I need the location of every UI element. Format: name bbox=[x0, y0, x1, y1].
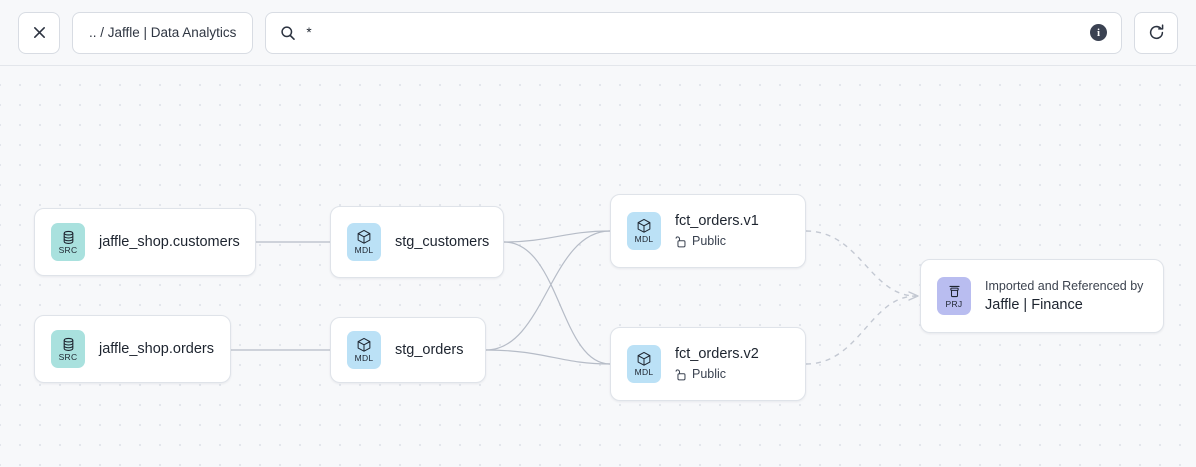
node-visibility-label: Public bbox=[692, 367, 727, 381]
badge-label: PRJ bbox=[945, 298, 963, 309]
badge-prj: PRJ bbox=[937, 277, 971, 315]
info-icon[interactable]: i bbox=[1090, 24, 1107, 41]
edge-stg-customers-to-fct-v2 bbox=[503, 241, 611, 365]
graph-canvas[interactable]: SRC jaffle_shop.customers SRC jaffle_sho… bbox=[0, 66, 1196, 467]
search-input[interactable] bbox=[306, 25, 1080, 40]
node-title: jaffle_shop.orders bbox=[99, 340, 215, 357]
search-bar[interactable]: i bbox=[265, 11, 1122, 54]
project-icon bbox=[948, 285, 960, 297]
node-jaffle-finance-project[interactable]: PRJ Imported and Referenced by Jaffle | … bbox=[920, 259, 1164, 333]
badge-mdl: MDL bbox=[627, 345, 661, 383]
cube-icon bbox=[357, 337, 371, 352]
edge-fct-v2-to-project bbox=[805, 295, 917, 365]
badge-label: MDL bbox=[354, 353, 374, 363]
node-title: stg_customers bbox=[395, 233, 490, 250]
cube-icon bbox=[637, 218, 651, 233]
node-stg-customers[interactable]: MDL stg_customers bbox=[330, 206, 504, 278]
badge-label: SRC bbox=[58, 351, 78, 362]
edge-stg-orders-to-fct-v2 bbox=[485, 349, 611, 365]
badge-label: MDL bbox=[634, 367, 654, 377]
badge-label: MDL bbox=[634, 234, 654, 244]
node-title: stg_orders bbox=[395, 341, 464, 358]
node-text: stg_customers bbox=[395, 233, 490, 252]
badge-mdl: MDL bbox=[627, 212, 661, 250]
edge-arrowhead-icon bbox=[908, 291, 919, 301]
node-title: jaffle_shop.customers bbox=[99, 233, 240, 250]
badge-src: SRC bbox=[51, 330, 85, 368]
search-icon bbox=[281, 25, 296, 40]
node-visibility-label: Public bbox=[692, 234, 727, 248]
info-icon-label: i bbox=[1096, 26, 1101, 39]
node-visibility: Public bbox=[675, 233, 759, 250]
node-text: jaffle_shop.customers bbox=[99, 233, 240, 252]
graph-edges bbox=[231, 230, 919, 365]
database-icon bbox=[63, 337, 73, 351]
node-jaffle-shop-orders[interactable]: SRC jaffle_shop.orders bbox=[34, 315, 231, 383]
breadcrumb-label: .. / Jaffle | Data Analytics bbox=[89, 25, 237, 40]
unlock-icon bbox=[675, 369, 686, 381]
node-title: fct_orders.v1 bbox=[675, 213, 759, 229]
badge-mdl: MDL bbox=[347, 223, 381, 261]
badge-label: MDL bbox=[354, 245, 374, 255]
node-fct-orders-v1[interactable]: MDL fct_orders.v1 Public bbox=[610, 194, 806, 268]
edge-fct-v1-to-project bbox=[805, 230, 917, 297]
refresh-icon bbox=[1149, 24, 1163, 40]
cube-icon bbox=[637, 351, 651, 366]
badge-mdl: MDL bbox=[347, 331, 381, 369]
node-jaffle-shop-customers[interactable]: SRC jaffle_shop.customers bbox=[34, 208, 256, 276]
badge-src: SRC bbox=[51, 223, 85, 261]
node-text: Imported and Referenced by Jaffle | Fina… bbox=[985, 278, 1143, 315]
unlock-icon bbox=[675, 236, 686, 248]
toolbar: .. / Jaffle | Data Analytics i bbox=[0, 0, 1196, 66]
node-title: Jaffle | Finance bbox=[985, 296, 1083, 313]
database-icon bbox=[63, 230, 73, 244]
node-stg-orders[interactable]: MDL stg_orders bbox=[330, 317, 486, 383]
badge-label: SRC bbox=[58, 244, 78, 255]
refresh-button[interactable] bbox=[1134, 11, 1178, 54]
node-text: jaffle_shop.orders bbox=[99, 340, 214, 359]
node-relationship-label: Imported and Referenced by bbox=[985, 278, 1144, 293]
close-icon bbox=[33, 27, 45, 38]
node-text: fct_orders.v1 Public bbox=[675, 212, 759, 250]
node-visibility: Public bbox=[675, 366, 759, 383]
edge-stg-orders-to-fct-v1 bbox=[485, 230, 611, 351]
node-text: stg_orders bbox=[395, 341, 464, 360]
node-title: fct_orders.v2 bbox=[675, 346, 759, 362]
node-fct-orders-v2[interactable]: MDL fct_orders.v2 Public bbox=[610, 327, 806, 401]
close-button[interactable] bbox=[18, 11, 60, 54]
node-text: fct_orders.v2 Public bbox=[675, 345, 759, 383]
breadcrumb[interactable]: .. / Jaffle | Data Analytics bbox=[72, 11, 254, 54]
cube-icon bbox=[357, 229, 371, 244]
edge-stg-customers-to-fct-v1 bbox=[503, 230, 611, 243]
